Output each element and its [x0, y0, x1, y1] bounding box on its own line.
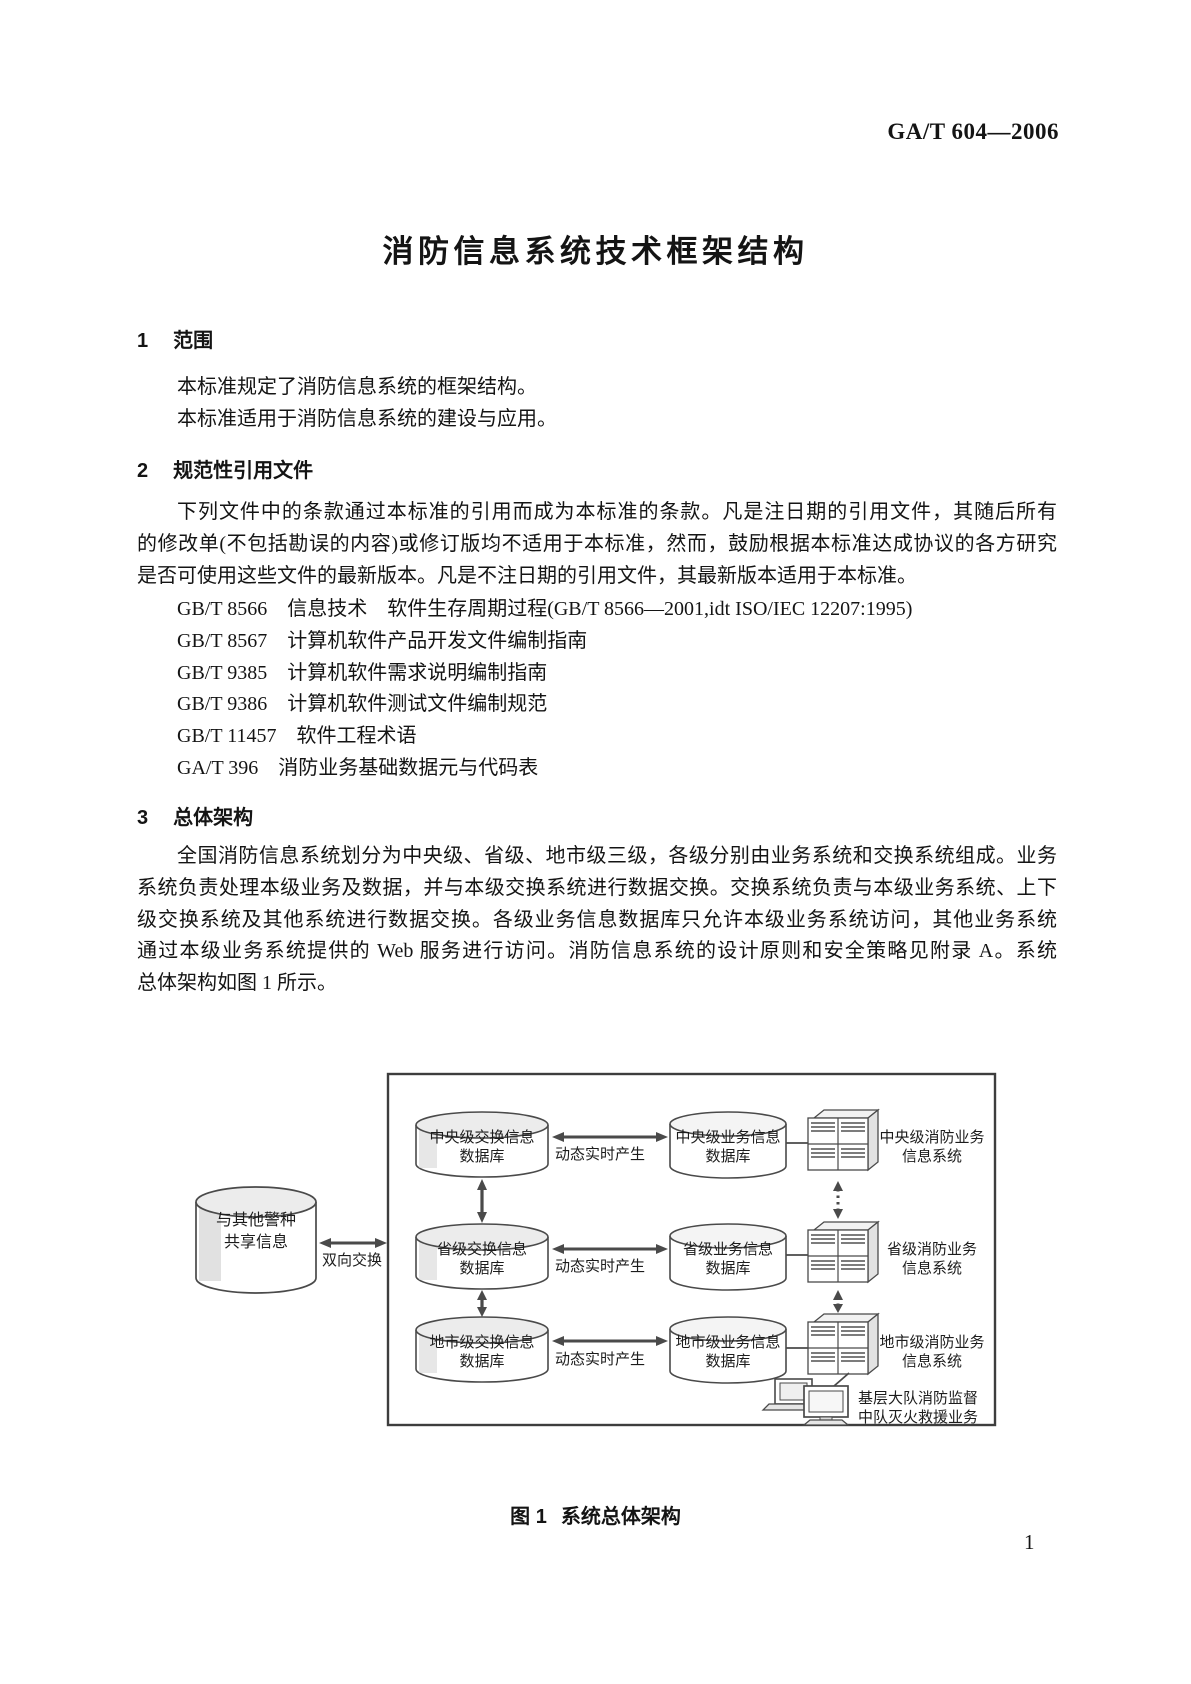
server-dotted-arrow-1 [833, 1181, 843, 1219]
section-3-heading: 3 总体架构 [137, 801, 253, 830]
reference-item: GB/T 9385 计算机软件需求说明编制指南 [177, 661, 548, 684]
dynamic-arrow-city [552, 1336, 668, 1346]
reference-item: GB/T 8566 信息技术 软件生存周期过程(GB/T 8566—2001,i… [177, 598, 913, 620]
paragraph-line: 的修改单(不包括勘误的内容)或修订版均不适用于本标准，然而，鼓励根据本标准达成协… [137, 532, 1057, 555]
section-2-title: 规范性引用文件 [173, 460, 314, 482]
paragraph-line: 下列文件中的条款通过本标准的引用而成为本标准的条款。凡是注日期的引用文件，其随后… [177, 501, 1057, 523]
paragraph-line: 是否可使用这些文件的最新版本。凡是不注日期的引用文件，其最新版本适用于本标准。 [137, 564, 917, 587]
external-db-label: 与其他警种 共享信息 [215, 1212, 296, 1251]
section-1-heading: 1 范围 [137, 324, 213, 353]
section-3-title: 总体架构 [173, 807, 254, 829]
terminal-label: 基层大队消防监督 中队灭火救援业务 [857, 1391, 978, 1426]
business-db-label-central: 中央级业务信息 数据库 [675, 1130, 781, 1165]
dynamic-label-province: 动态实时产生 [554, 1259, 645, 1275]
paragraph-line: 总体架构如图 1 所示。 [137, 972, 337, 995]
paragraph-line: 本标准规定了消防信息系统的框架结构。 [177, 376, 537, 398]
document-title: 消防信息系统技术框架结构 [382, 234, 809, 269]
business-db-label-province: 省级业务信息 数据库 [682, 1242, 773, 1277]
reference-item: GA/T 396 消防业务基础数据元与代码表 [177, 756, 539, 779]
server-icon-city [807, 1313, 879, 1375]
paragraph-line: 通过本级业务系统提供的 Web 服务进行访问。消防信息系统的设计原则和安全策略见… [137, 940, 1057, 963]
system-label-city: 地市级消防业务 信息系统 [879, 1335, 985, 1370]
exchange-db-cylinder-central [415, 1111, 549, 1178]
paragraph-line: 全国消防信息系统划分为中央级、省级、地市级三级，各级分别由业务系统和交换系统组成… [177, 845, 1057, 867]
reference-item: GB/T 11457 软件工程术语 [177, 725, 417, 748]
bidirectional-arrow [319, 1238, 387, 1248]
section-2-paragraph: 下列文件中的条款通过本标准的引用而成为本标准的条款。凡是注日期的引用文件，其随后… [137, 497, 1057, 592]
exchange-vertical-arrow-1 [477, 1179, 487, 1223]
dynamic-arrow-province [552, 1244, 668, 1254]
exchange-db-label-central: 中央级交换信息 数据库 [429, 1130, 535, 1165]
paragraph-line: 系统负责处理本级业务及数据，并与本级交换系统进行数据交换。交换系统负责与本级业务… [137, 876, 1057, 899]
page-number: 1 [1024, 1530, 1035, 1554]
normative-references-list: GB/T 8566 信息技术 软件生存周期过程(GB/T 8566—2001,i… [137, 594, 1057, 785]
section-1-body: 本标准规定了消防信息系统的框架结构。 本标准适用于消防信息系统的建设与应用。 [137, 372, 1057, 436]
laptop-icon [761, 1378, 826, 1411]
exchange-vertical-arrow-2 [477, 1290, 487, 1317]
dynamic-label-central: 动态实时产生 [554, 1147, 645, 1163]
diagram-frame [386, 1072, 997, 1427]
server-dotted-arrow-2 [833, 1290, 843, 1313]
reference-item: GB/T 9386 计算机软件测试文件编制规范 [177, 693, 548, 716]
paragraph-line: 本标准适用于消防信息系统的建设与应用。 [177, 407, 557, 430]
business-db-cylinder-central [669, 1111, 787, 1179]
section-2-heading: 2 规范性引用文件 [137, 454, 313, 483]
section-1-number: 1 [137, 330, 149, 352]
business-db-cylinder-city [669, 1316, 787, 1384]
section-1-title: 范围 [173, 330, 214, 352]
paragraph-line: 级交换系统及其他系统进行数据交换。各级业务信息数据库只允许本级业务系统访问，其他… [137, 908, 1057, 931]
standard-code: GA/T 604—2006 [887, 119, 1059, 144]
system-label-central: 中央级消防业务 信息系统 [879, 1130, 985, 1165]
exchange-db-label-province: 省级交换信息 数据库 [436, 1242, 527, 1277]
reference-item: GB/T 8567 计算机软件产品开发文件编制指南 [177, 629, 588, 652]
section-3-number: 3 [137, 807, 149, 829]
dynamic-arrow-central [552, 1132, 668, 1142]
monitor-icon [802, 1385, 850, 1426]
dynamic-label-city: 动态实时产生 [554, 1352, 645, 1368]
exchange-db-label-city: 地市级交换信息 数据库 [429, 1335, 535, 1370]
server-icon-central [807, 1109, 879, 1171]
bidirectional-exchange-label: 双向交换 [321, 1253, 382, 1269]
section-3-paragraph: 全国消防信息系统划分为中央级、省级、地市级三级，各级分别由业务系统和交换系统组成… [137, 841, 1057, 1000]
exchange-db-cylinder-province [415, 1223, 549, 1290]
server-icon-province [807, 1221, 879, 1283]
system-label-province: 省级消防业务 信息系统 [886, 1242, 977, 1277]
exchange-db-cylinder-city [415, 1316, 549, 1383]
section-2-number: 2 [137, 460, 149, 482]
business-db-cylinder-province [669, 1223, 787, 1291]
business-db-label-city: 地市级业务信息 数据库 [675, 1335, 781, 1370]
external-db-cylinder [195, 1186, 317, 1294]
